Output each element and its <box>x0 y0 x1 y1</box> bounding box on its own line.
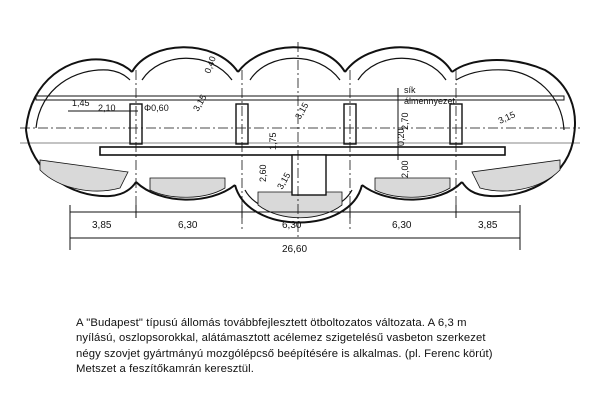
station-cross-section-drawing: 1,45 2,10 Φ0,60 0,40 3,15 3,15 3,15 3,15… <box>20 42 580 255</box>
dim-3-15-c: 3,15 <box>497 109 517 125</box>
dim-0-20: 0,20 <box>396 128 406 146</box>
bottom-dim-3: 6,30 <box>282 220 302 231</box>
bottom-dim-4: 6,30 <box>392 220 412 231</box>
dim-2-00: 2,00 <box>400 160 410 178</box>
dim-1-75: 1,75 <box>268 132 278 150</box>
lower-arc-center <box>234 184 363 224</box>
bottom-dim-2: 6,30 <box>178 220 198 231</box>
caption-line-4: Metszet a feszítőkamrán keresztül. <box>76 363 254 376</box>
right-vault-bottom <box>461 134 575 198</box>
lower-arc-left <box>135 181 236 201</box>
vault-arc-2 <box>131 46 239 73</box>
lower-arc-right <box>361 181 463 201</box>
central-pit <box>291 154 327 196</box>
caption-line-1: A "Budapest" típusú állomás továbbfejles… <box>76 317 467 329</box>
vault-arc-4 <box>344 46 453 73</box>
dim-phi-0-60: Φ0,60 <box>144 103 169 113</box>
bottom-dim-1: 3,85 <box>92 220 112 231</box>
dim-2-70: 2,70 <box>400 112 410 130</box>
left-vault-bottom <box>25 129 137 198</box>
left-vault-outline <box>25 58 133 131</box>
dim-1-45: 1,45 <box>72 98 90 108</box>
level-label-line-2: álmennyezet <box>404 96 456 106</box>
figure-caption: A "Budapest" típusú állomás továbbfejles… <box>76 316 576 378</box>
dim-2-10: 2,10 <box>98 103 116 113</box>
right-vault-outline <box>451 59 576 136</box>
dim-2-60: 2,60 <box>258 164 268 182</box>
bottom-dim-5: 3,85 <box>478 220 498 231</box>
vault-arc-3 <box>237 46 346 73</box>
dim-0-40: 0,40 <box>202 55 217 75</box>
level-label-line-1: sík <box>404 85 416 95</box>
floor-slab <box>99 146 506 156</box>
dim-3-15-d: 3,15 <box>275 171 292 191</box>
total-width-dim: 26,60 <box>282 244 307 255</box>
caption-line-3: négy szovjet gyártmányú mozgólépcső beép… <box>76 347 493 360</box>
upper-deck <box>35 95 565 101</box>
caption-line-2: nyílású, oszlopsorokkal, alátámasztott a… <box>76 332 486 345</box>
dim-3-15-b: 3,15 <box>293 101 310 121</box>
